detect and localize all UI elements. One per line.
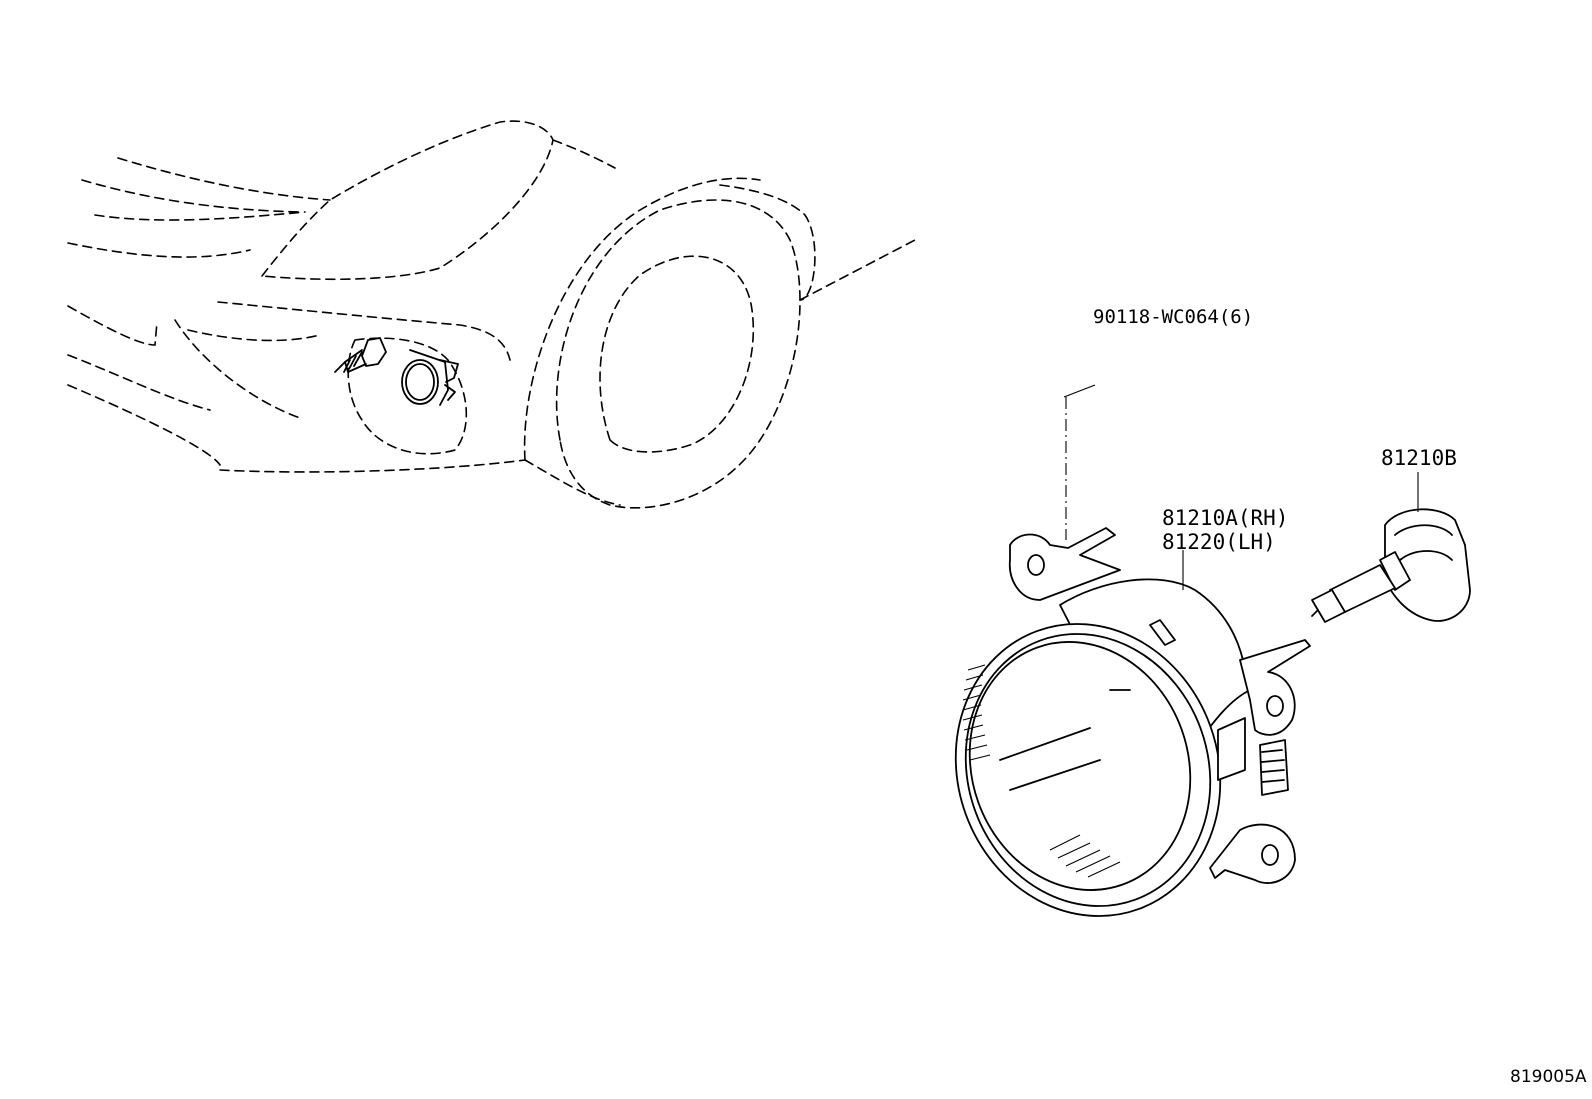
bulb-icon[interactable] [1311,508,1471,623]
label-fog-lamp-lh[interactable]: 81220(LH) [1162,530,1276,554]
label-fog-lamp-rh[interactable]: 81210A(RH) [1162,506,1289,530]
installed-fog-lamp [401,349,459,406]
label-bulb[interactable]: 81210B [1381,446,1457,470]
fog-lamp-icon[interactable] [915,527,1311,954]
lens-hatching [962,664,1121,878]
screw-icon[interactable] [334,337,387,373]
catalog-code: 819005A [1510,1067,1587,1087]
car-front-outline [67,120,916,509]
label-screw[interactable]: 90118-WC064(6) [1093,306,1254,328]
